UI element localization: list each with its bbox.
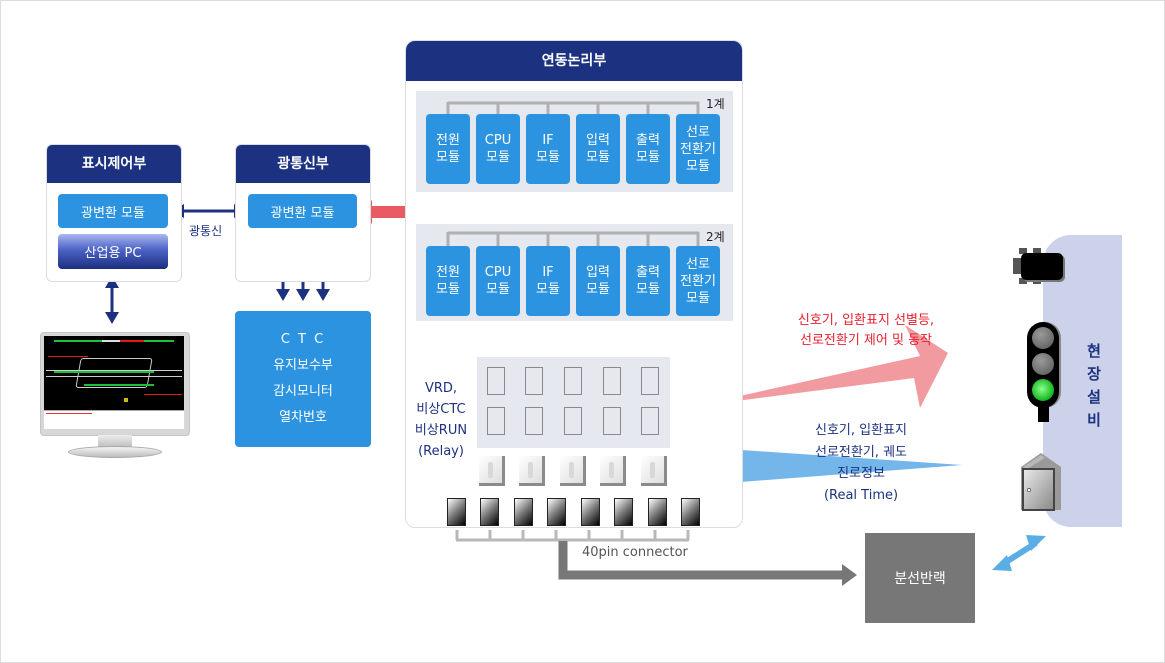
system1-power-module[interactable]: 전원 모듈	[426, 114, 470, 184]
system2-output-module[interactable]: 출력 모듈	[626, 246, 670, 316]
toggle-switch[interactable]	[479, 456, 505, 486]
optical-comm-label: 광통신	[189, 224, 223, 238]
system2-label: 2계	[706, 230, 725, 244]
system2-switch-module[interactable]: 선로 전환기 모듈	[676, 246, 720, 316]
system1-label: 1계	[706, 97, 725, 111]
signal-lamp-red-off	[1032, 327, 1054, 349]
field-label-char: 현	[1087, 342, 1101, 360]
relay-label-line: 비상RUN	[414, 423, 468, 438]
control-text-line: 신호기, 입환표지 선별등,	[797, 313, 935, 328]
field-label-char: 장	[1087, 365, 1101, 383]
pc-monitor-arrow	[105, 276, 119, 324]
relay-label-line: 비상CTC	[416, 402, 466, 417]
toggle-switch[interactable]	[560, 456, 586, 486]
relay-label-line: (Relay)	[418, 444, 464, 459]
pin-connector	[547, 498, 566, 526]
pin-connector	[514, 498, 533, 526]
display-optical-module[interactable]: 광변환 모듈	[58, 194, 168, 228]
connector-arrow	[558, 541, 857, 586]
system2-if-module[interactable]: IF 모듈	[526, 246, 570, 316]
pin-connector	[480, 498, 499, 526]
ctc-line: 열차번호	[279, 410, 327, 425]
toggle-switch[interactable]	[641, 456, 667, 486]
connector-bus	[455, 530, 690, 542]
relay-slot	[564, 367, 582, 395]
optical-comm-title: 광통신부	[236, 145, 370, 183]
monitor-icon	[38, 330, 190, 460]
signal-lamp-green-on	[1032, 379, 1054, 401]
relay-slot	[487, 367, 505, 395]
distribution-rack[interactable]: 분선반랙	[865, 533, 975, 623]
equipment-cabinet-icon	[1021, 453, 1063, 513]
relay-slot	[603, 407, 621, 435]
industrial-pc[interactable]: 산업용 PC	[58, 234, 168, 269]
signal-lamp-yellow-off	[1032, 353, 1054, 375]
pin-connector	[681, 498, 700, 526]
system1-if-module[interactable]: IF 모듈	[526, 114, 570, 184]
system2-cpu-module[interactable]: CPU 모듈	[476, 246, 520, 316]
ctc-line: 감시모니터	[273, 384, 333, 399]
field-label-char: 비	[1087, 411, 1101, 429]
toggle-switch[interactable]	[519, 456, 545, 486]
control-arrow-text: 신호기, 입환표지 선별등, 선로전환기 제어 및 동작	[766, 311, 966, 351]
relay-slot	[564, 407, 582, 435]
system1-input-module[interactable]: 입력 모듈	[576, 114, 620, 184]
relay-slot	[487, 407, 505, 435]
system1-cpu-module[interactable]: CPU 모듈	[476, 114, 520, 184]
feedback-text-line: 신호기, 입환표지	[815, 423, 907, 438]
feedback-text-line: 진로정보	[837, 466, 885, 481]
system2-power-module[interactable]: 전원 모듈	[426, 246, 470, 316]
ctc-maintenance-box[interactable]: C T C 유지보수부 감시모니터 열차번호	[235, 311, 371, 447]
field-equipment-label: 현 장 설 비	[1082, 340, 1106, 432]
ctc-line: 유지보수부	[273, 358, 333, 373]
monitor-screen	[44, 336, 184, 410]
connector-label: 40pin connector	[582, 545, 688, 560]
relay-slot	[641, 407, 659, 435]
relay-label-line: VRD,	[424, 381, 458, 396]
point-machine-icon	[1013, 248, 1065, 286]
toggle-switch[interactable]	[600, 456, 626, 486]
comm-optical-module[interactable]: 광변환 모듈	[248, 194, 357, 228]
control-arrow	[690, 325, 948, 408]
field-label-char: 설	[1087, 388, 1101, 406]
system1-output-module[interactable]: 출력 모듈	[626, 114, 670, 184]
ctc-line: C T C	[280, 332, 326, 347]
pin-connector	[614, 498, 633, 526]
relay-slot	[525, 367, 543, 395]
relay-slot	[525, 407, 543, 435]
pin-connector	[648, 498, 667, 526]
rack-field-arrow	[992, 535, 1046, 571]
pin-connector	[447, 498, 466, 526]
feedback-arrow-text: 신호기, 입환표지 선로전환기, 궤도 진로정보 (Real Time)	[781, 420, 941, 506]
relay-label: VRD, 비상CTC 비상RUN (Relay)	[410, 378, 472, 462]
signal-light-icon	[1027, 322, 1063, 422]
feedback-text-line: 선로전환기, 궤도	[815, 444, 907, 460]
interlocking-title: 연동논리부	[406, 41, 742, 81]
system1-switch-module[interactable]: 선로 전환기 모듈	[676, 114, 720, 184]
system2-input-module[interactable]: 입력 모듈	[576, 246, 620, 316]
relay-slot	[603, 367, 621, 395]
control-text-line: 선로전환기 제어 및 동작	[800, 333, 932, 348]
feedback-text-line: (Real Time)	[823, 487, 899, 503]
pin-connector	[581, 498, 600, 526]
relay-slot	[641, 367, 659, 395]
feedback-arrow	[702, 420, 962, 512]
display-control-title: 표시제어부	[47, 145, 181, 183]
